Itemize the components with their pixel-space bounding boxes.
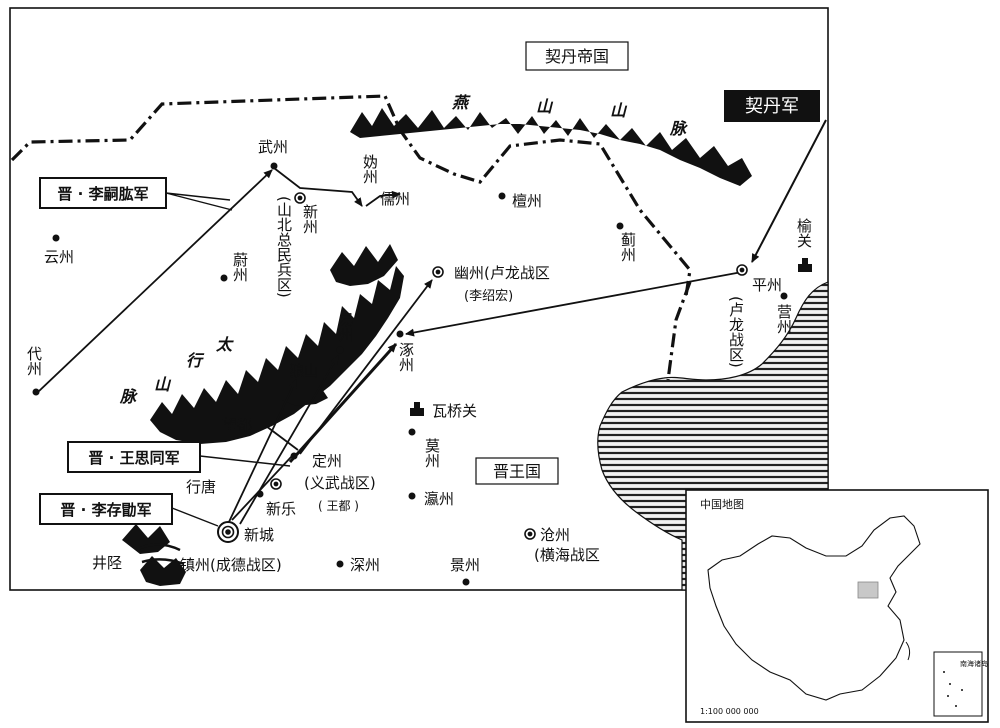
svg-text:沧州: 沧州 [540,526,570,544]
yanshan-mountains [350,108,752,186]
svg-text:瀛州: 瀛州 [424,490,454,508]
inset-china-map: 中国地图 南海诸岛 1:100 000 000 [685,489,989,723]
svg-text:契丹军: 契丹军 [745,96,799,117]
khitan-empire-label: 契丹帝国 [545,47,609,66]
inset-highlight [857,581,879,599]
svg-text:定州: 定州 [312,452,342,470]
china-outline [707,515,921,701]
svg-text:蔚州: 蔚州 [231,252,249,282]
svg-text:望都: 望都 [222,416,252,434]
svg-text:晋 · 李嗣肱军: 晋 · 李嗣肱军 [57,185,148,203]
svg-text:蓟州: 蓟州 [619,232,637,262]
svg-text:武州: 武州 [258,138,288,156]
svg-text:易州: 易州 [337,312,355,342]
svg-text:中国地图: 中国地图 [700,498,744,511]
svg-text:(义武战区): (义武战区) [304,474,376,492]
svg-text:行唐: 行唐 [186,478,216,496]
svg-text:镇州(成德战区): 镇州(成德战区) [180,556,282,574]
jin-kingdom-label: 晋王国 [493,462,541,481]
svg-text:瓦桥关: 瓦桥关 [432,402,477,420]
city-markers [32,162,788,586]
svg-text:妫州: 妫州 [361,154,379,184]
south-sea-inset [933,651,983,717]
taihang-mountains [122,244,404,586]
svg-text:(卢龙战区): (卢龙战区) [727,296,745,368]
svg-text:涿州: 涿州 [397,342,415,372]
army-wang-sitong: 晋 · 王思同军 [67,441,291,473]
border-inner [666,281,692,381]
svg-text:井陉: 井陉 [92,554,122,572]
svg-text:莫州: 莫州 [423,438,441,468]
svg-text:脉: 脉 [119,387,138,406]
svg-text:(横海战区: (横海战区 [534,546,600,564]
svg-text:平州: 平州 [752,276,782,294]
svg-text:景州: 景州 [450,556,480,574]
army-li-sigong: 晋 · 李嗣肱军 [39,177,233,211]
army-routes [37,119,827,525]
svg-text:山: 山 [610,101,628,120]
army-li-cunxu: 晋 · 李存勖军 [39,493,219,527]
svg-text:南海诸岛: 南海诸岛 [960,659,988,668]
svg-text:代州: 代州 [25,346,43,376]
svg-text:云州: 云州 [44,248,74,266]
border-khitan-jin [10,94,692,297]
svg-text:晋 · 王思同军: 晋 · 王思同军 [88,449,179,467]
svg-text:幽州(卢龙战区: 幽州(卢龙战区 [454,264,550,282]
taihang-label: 太 行 山 脉 [119,335,234,406]
jin-kingdom-box [475,457,559,485]
army-khitan: 契丹军 [724,90,820,122]
svg-text:山: 山 [154,375,172,394]
svg-text:营州: 营州 [775,304,793,334]
svg-text:新城: 新城 [244,526,274,544]
jingxing-pass [139,543,185,566]
svg-text:山: 山 [536,97,554,116]
svg-text:檀州: 檀州 [512,192,542,210]
svg-text:1:100 000 000: 1:100 000 000 [700,707,759,716]
langshan-label: 狼山 [290,363,318,380]
svg-text:( 王都 ): ( 王都 ) [318,499,359,513]
svg-text:儒州: 儒州 [380,190,410,208]
svg-text:新乐: 新乐 [266,500,296,518]
capital-markers [217,192,748,543]
khitan-empire-box [525,41,629,71]
place-labels: 武州 儒州 檀州 云州 幽州(卢龙战区 (李绍宏) 平州 瓦桥关 望都 定州 (… [44,138,782,574]
svg-text:脉: 脉 [669,119,688,138]
yanshan-label: 燕 山 山 脉 [451,93,688,138]
svg-text:(山北总民兵区): (山北总民兵区) [275,196,293,298]
svg-text:新州: 新州 [301,204,319,234]
svg-text:行: 行 [186,351,205,370]
svg-text:榆关: 榆关 [795,218,813,248]
svg-text:(李绍宏): (李绍宏) [464,289,513,304]
svg-text:晋 · 李存勖军: 晋 · 李存勖军 [60,501,151,519]
fort-markers [410,258,812,416]
svg-text:燕: 燕 [451,93,471,112]
svg-text:深州: 深州 [350,556,380,574]
place-labels-vertical: 妫州 蓟州 榆关 营州 新州 (山北总民兵区) 蔚州 代州 (卢龙战区) 易州 … [25,154,813,468]
svg-text:太: 太 [215,335,234,354]
